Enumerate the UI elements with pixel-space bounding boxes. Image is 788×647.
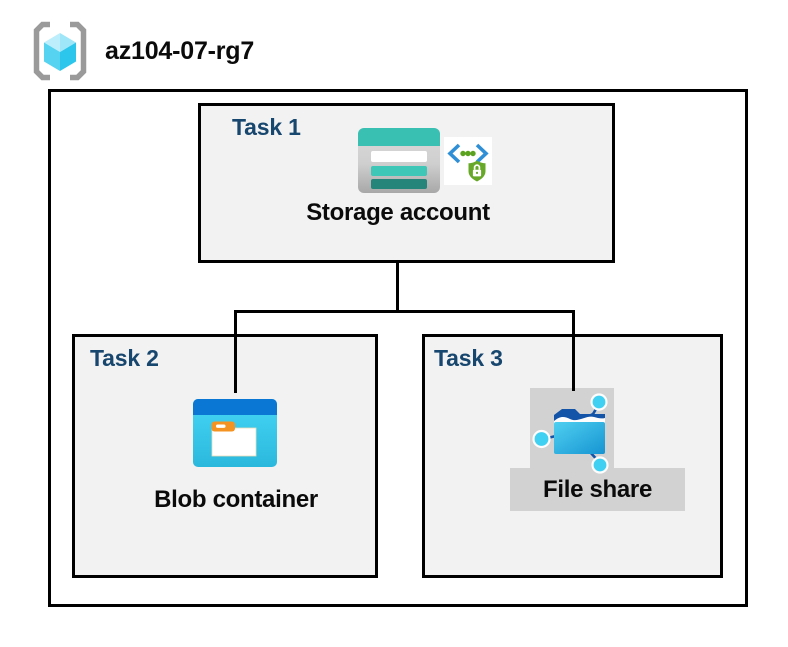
code-bracket-right <box>475 143 489 164</box>
file-share-label-plate: File share <box>510 468 685 511</box>
code-bracket-left <box>447 143 461 164</box>
connector-horizontal <box>234 310 575 313</box>
connector-to-blob <box>234 310 237 393</box>
rg-bracket-left <box>33 21 50 81</box>
storage-account-label: Storage account <box>306 199 490 226</box>
folder-icon <box>211 421 257 457</box>
resource-group-name: az104-07-rg7 <box>105 36 255 65</box>
file-share-icon <box>530 388 614 474</box>
rg-cube <box>44 33 76 71</box>
connector-to-fileshare <box>572 310 575 391</box>
blob-container-label: Blob container <box>154 486 318 513</box>
task2-label: Task 2 <box>90 345 159 371</box>
storage-account-icon <box>358 128 440 193</box>
shield-lock-icon <box>468 160 486 182</box>
network-nodes <box>532 393 609 474</box>
task3-label: Task 3 <box>434 345 503 371</box>
secure-endpoint-icon <box>444 137 492 185</box>
task1-label: Task 1 <box>232 114 301 140</box>
file-share-label: File share <box>542 475 653 503</box>
connector-storage-stem <box>396 261 399 313</box>
resource-group-icon <box>33 21 87 81</box>
shared-folder <box>554 409 605 454</box>
blob-container-icon <box>193 399 277 467</box>
resource-group-header: az104-07-rg7 <box>30 20 254 82</box>
rg-bracket-right <box>70 21 87 81</box>
